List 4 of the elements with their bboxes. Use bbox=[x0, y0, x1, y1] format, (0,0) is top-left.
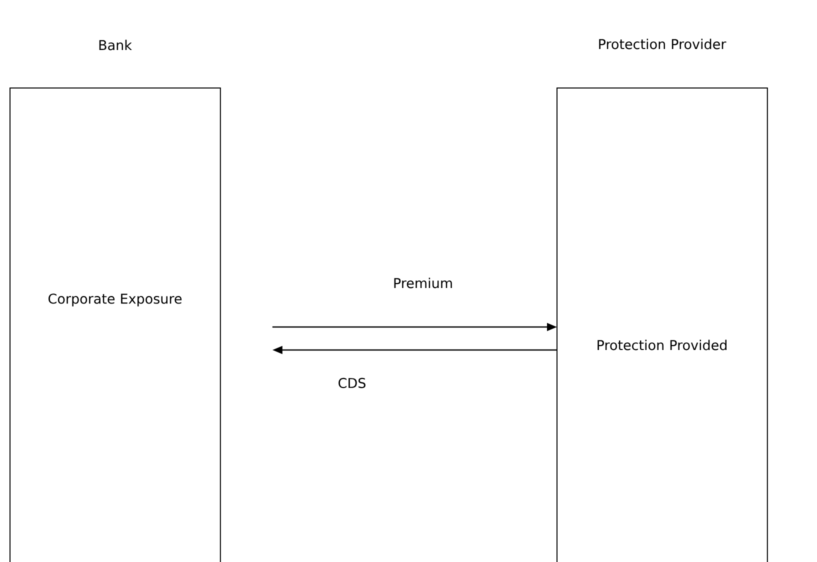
open-box: Bank Corporate Exposure bbox=[10, 40, 221, 562]
edge-label: CDS bbox=[338, 378, 366, 388]
edge-label: Premium bbox=[394, 278, 452, 288]
open-box: Protection Provider Protection Provided bbox=[556, 38, 768, 562]
